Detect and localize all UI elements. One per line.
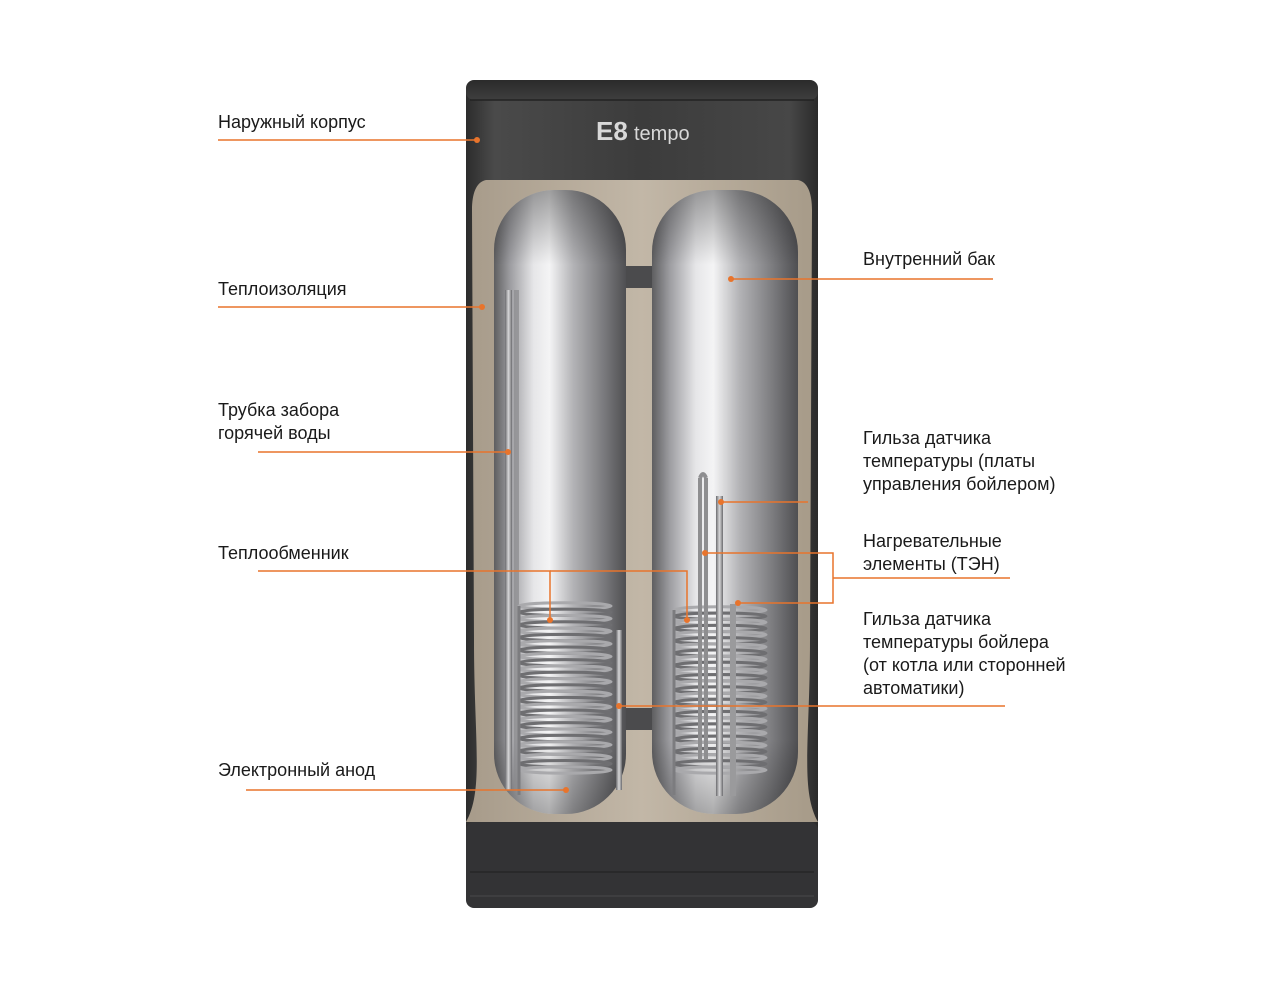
label-anode-line: Электронный анод [218,760,376,780]
sensor-sleeve-board [716,496,723,796]
label-sensor-board-line3: управления бойлером) [863,474,1056,494]
label-insulation: Теплоизоляция [218,278,347,301]
label-sensor-sleeve-boiler: Гильза датчика температуры бойлера (от к… [863,608,1066,700]
brand-logo-text: tempo [634,123,690,145]
label-hot-water-tube-line2: горячей воды [218,423,331,443]
hot-water-tube [505,290,512,790]
label-outer-casing-line: Наружный корпус [218,112,366,132]
leader-heat-exchanger-right [550,570,688,620]
label-hot-water-tube-line1: Трубка забора [218,400,340,420]
anode-rod [616,630,622,790]
label-sensor-boiler-line4: автоматики) [863,678,965,698]
bottom-base [466,822,818,908]
label-sensor-boiler-line2: температуры бойлера [863,632,1049,652]
label-heating-elements: Нагревательные элементы (ТЭН) [863,530,1002,576]
label-heating-line1: Нагревательные [863,531,1002,551]
label-sensor-sleeve-board: Гильза датчика температуры (платы управл… [863,427,1055,496]
label-outer-casing: Наружный корпус [218,111,366,134]
label-sensor-board-line2: температуры (платы [863,451,1036,471]
upper-connector [626,266,652,288]
label-sensor-boiler-line1: Гильза датчика [863,609,992,629]
label-heat-exchanger-line: Теплообменник [218,543,349,563]
label-hot-water-tube: Трубка забора горячей воды [218,399,339,445]
leader-dots [474,137,741,793]
heating-element [698,478,708,760]
top-cap [466,80,818,100]
label-anode: Электронный анод [218,759,375,782]
leader-lines [218,139,1010,791]
label-sensor-boiler-line3: (от котла или сторонней [863,655,1066,675]
label-inner-tank: Внутренний бак [863,248,995,271]
left-heat-exchanger [517,601,613,795]
label-sensor-board-line1: Гильза датчика [863,428,992,448]
label-inner-tank-line: Внутренний бак [863,249,995,269]
sensor-sleeve-boiler [730,604,736,796]
label-heating-line2: элементы (ТЭН) [863,554,1000,574]
brand-logo-mark: E8 [596,116,628,146]
label-heat-exchanger: Теплообменник [218,542,349,565]
label-insulation-line: Теплоизоляция [218,279,347,299]
lower-connector [626,708,652,730]
